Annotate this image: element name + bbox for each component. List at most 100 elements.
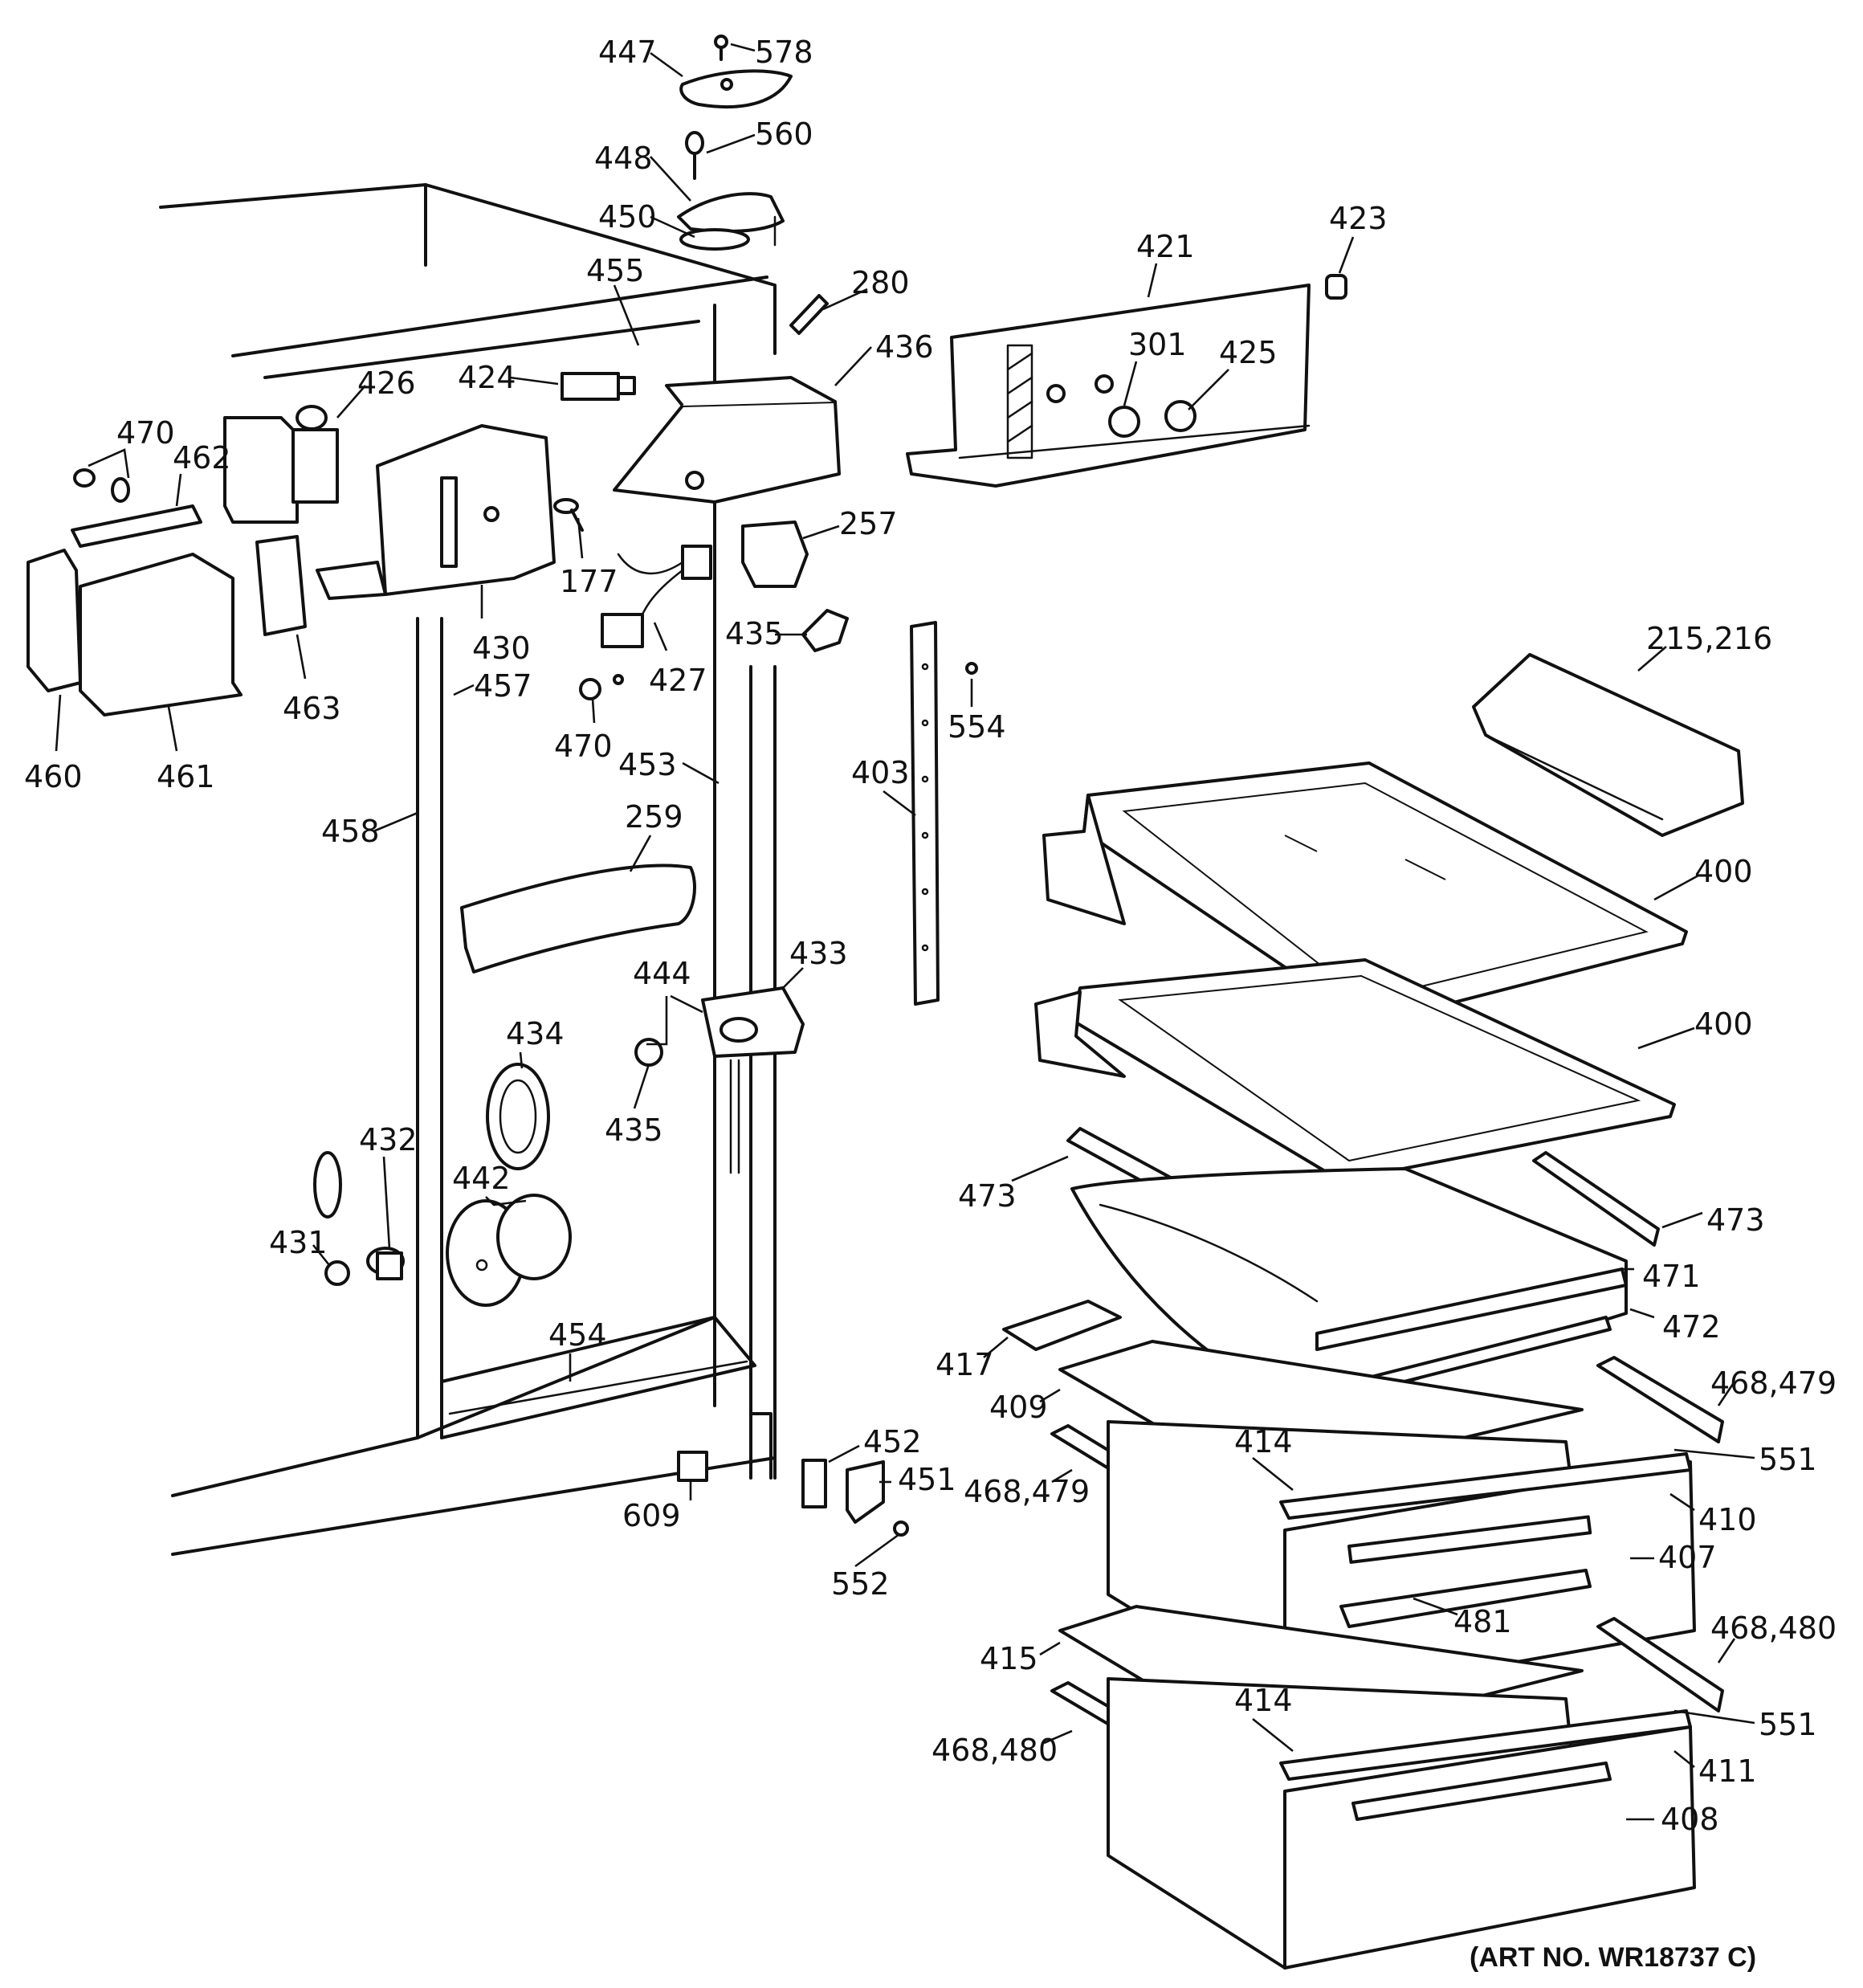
label-426: 426 [357,365,416,401]
label-470-left: 470 [116,415,175,451]
part-434 [486,1063,550,1170]
label-427: 427 [649,663,707,698]
label-411: 411 [1698,1753,1757,1789]
label-301: 301 [1128,327,1187,362]
front-411 [1279,1709,1692,1781]
label-609: 609 [622,1498,681,1533]
part-432 [366,1247,405,1280]
label-460: 460 [24,759,83,794]
part-424 [561,372,636,401]
part-257 [741,520,809,588]
part-442 [446,1194,572,1307]
label-215-216: 215,216 [1646,621,1772,656]
label-431: 431 [269,1225,328,1260]
label-455: 455 [586,253,645,288]
wiring-427 [601,545,712,648]
part-435-upper [801,609,849,652]
cover-259 [460,863,696,974]
label-552: 552 [831,1566,890,1602]
label-462: 462 [173,440,231,476]
knob-425 [1164,400,1196,432]
label-257: 257 [839,506,898,541]
label-280: 280 [851,265,910,300]
screw-177 [553,498,584,532]
label-177: 177 [560,564,618,599]
part-431 [313,1151,350,1286]
part-417 [1002,1300,1122,1351]
label-409: 409 [989,1390,1048,1425]
label-472: 472 [1662,1309,1721,1345]
label-400-lower: 400 [1694,1006,1753,1042]
rail-468-479-right [1596,1356,1724,1443]
label-403: 403 [851,755,910,790]
label-435-lower: 435 [605,1112,663,1148]
label-259: 259 [625,799,683,835]
label-578: 578 [755,35,813,70]
label-453: 453 [618,747,677,782]
front-410 [1279,1452,1692,1520]
part-451 [846,1460,885,1524]
part-452 [801,1459,827,1508]
label-554: 554 [948,709,1006,745]
art-number: (ART NO. WR18737 C) [1470,1942,1756,1973]
label-560: 560 [755,116,813,152]
part-462 [71,504,202,548]
label-461: 461 [157,759,215,794]
bulb-423 [1325,274,1347,300]
label-415: 415 [980,1641,1038,1676]
label-433: 433 [789,936,848,971]
part-426 [223,405,339,524]
part-461 [79,553,243,716]
part-463 [255,535,307,636]
leader-lines [55,43,1755,1821]
label-425: 425 [1219,335,1278,370]
part-433 [701,986,805,1174]
label-471: 471 [1642,1259,1701,1294]
part-470-left [73,468,130,503]
label-434: 434 [506,1016,565,1051]
part-470-center [579,674,624,700]
label-408: 408 [1661,1802,1719,1837]
label-473-left: 473 [958,1178,1017,1214]
label-447: 447 [598,35,657,70]
label-468-480-right: 468,480 [1710,1610,1837,1646]
label-400-upper: 400 [1694,854,1753,889]
screw-560 [685,131,704,180]
shelf-400-lower [1034,958,1676,1182]
label-454: 454 [548,1317,607,1353]
label-451: 451 [898,1462,956,1497]
label-457: 457 [474,668,532,704]
label-430: 430 [472,631,531,666]
label-481: 481 [1453,1604,1512,1639]
label-448: 448 [594,141,653,176]
label-468-479-left: 468,479 [964,1474,1090,1509]
label-432: 432 [359,1122,418,1157]
label-444: 444 [633,956,691,991]
shelf-400-upper [1042,761,1688,1026]
label-410: 410 [1698,1502,1757,1537]
shim-450 [679,228,750,251]
label-470-center: 470 [554,729,613,764]
label-417: 417 [936,1347,994,1382]
screw-578 [714,35,728,61]
housing-436 [613,376,841,504]
part-460 [26,549,82,692]
part-430 [316,424,556,600]
label-452: 452 [863,1424,922,1459]
label-551-upper: 551 [1759,1442,1817,1477]
hinge-cover-447 [679,69,793,108]
label-468-480-left: 468,480 [932,1733,1058,1768]
label-458: 458 [321,814,380,849]
label-421: 421 [1136,229,1195,264]
label-473-right: 473 [1706,1202,1765,1238]
rail-468-480-right [1596,1617,1724,1712]
rail-473-right [1532,1151,1660,1247]
label-551-lower: 551 [1759,1707,1817,1742]
label-468-479-right: 468,479 [1710,1365,1837,1401]
knob-301 [1108,406,1140,438]
label-424: 424 [458,360,516,395]
bin-215-216 [1472,653,1744,837]
screw-552 [893,1521,909,1537]
screw-554 [965,662,978,675]
